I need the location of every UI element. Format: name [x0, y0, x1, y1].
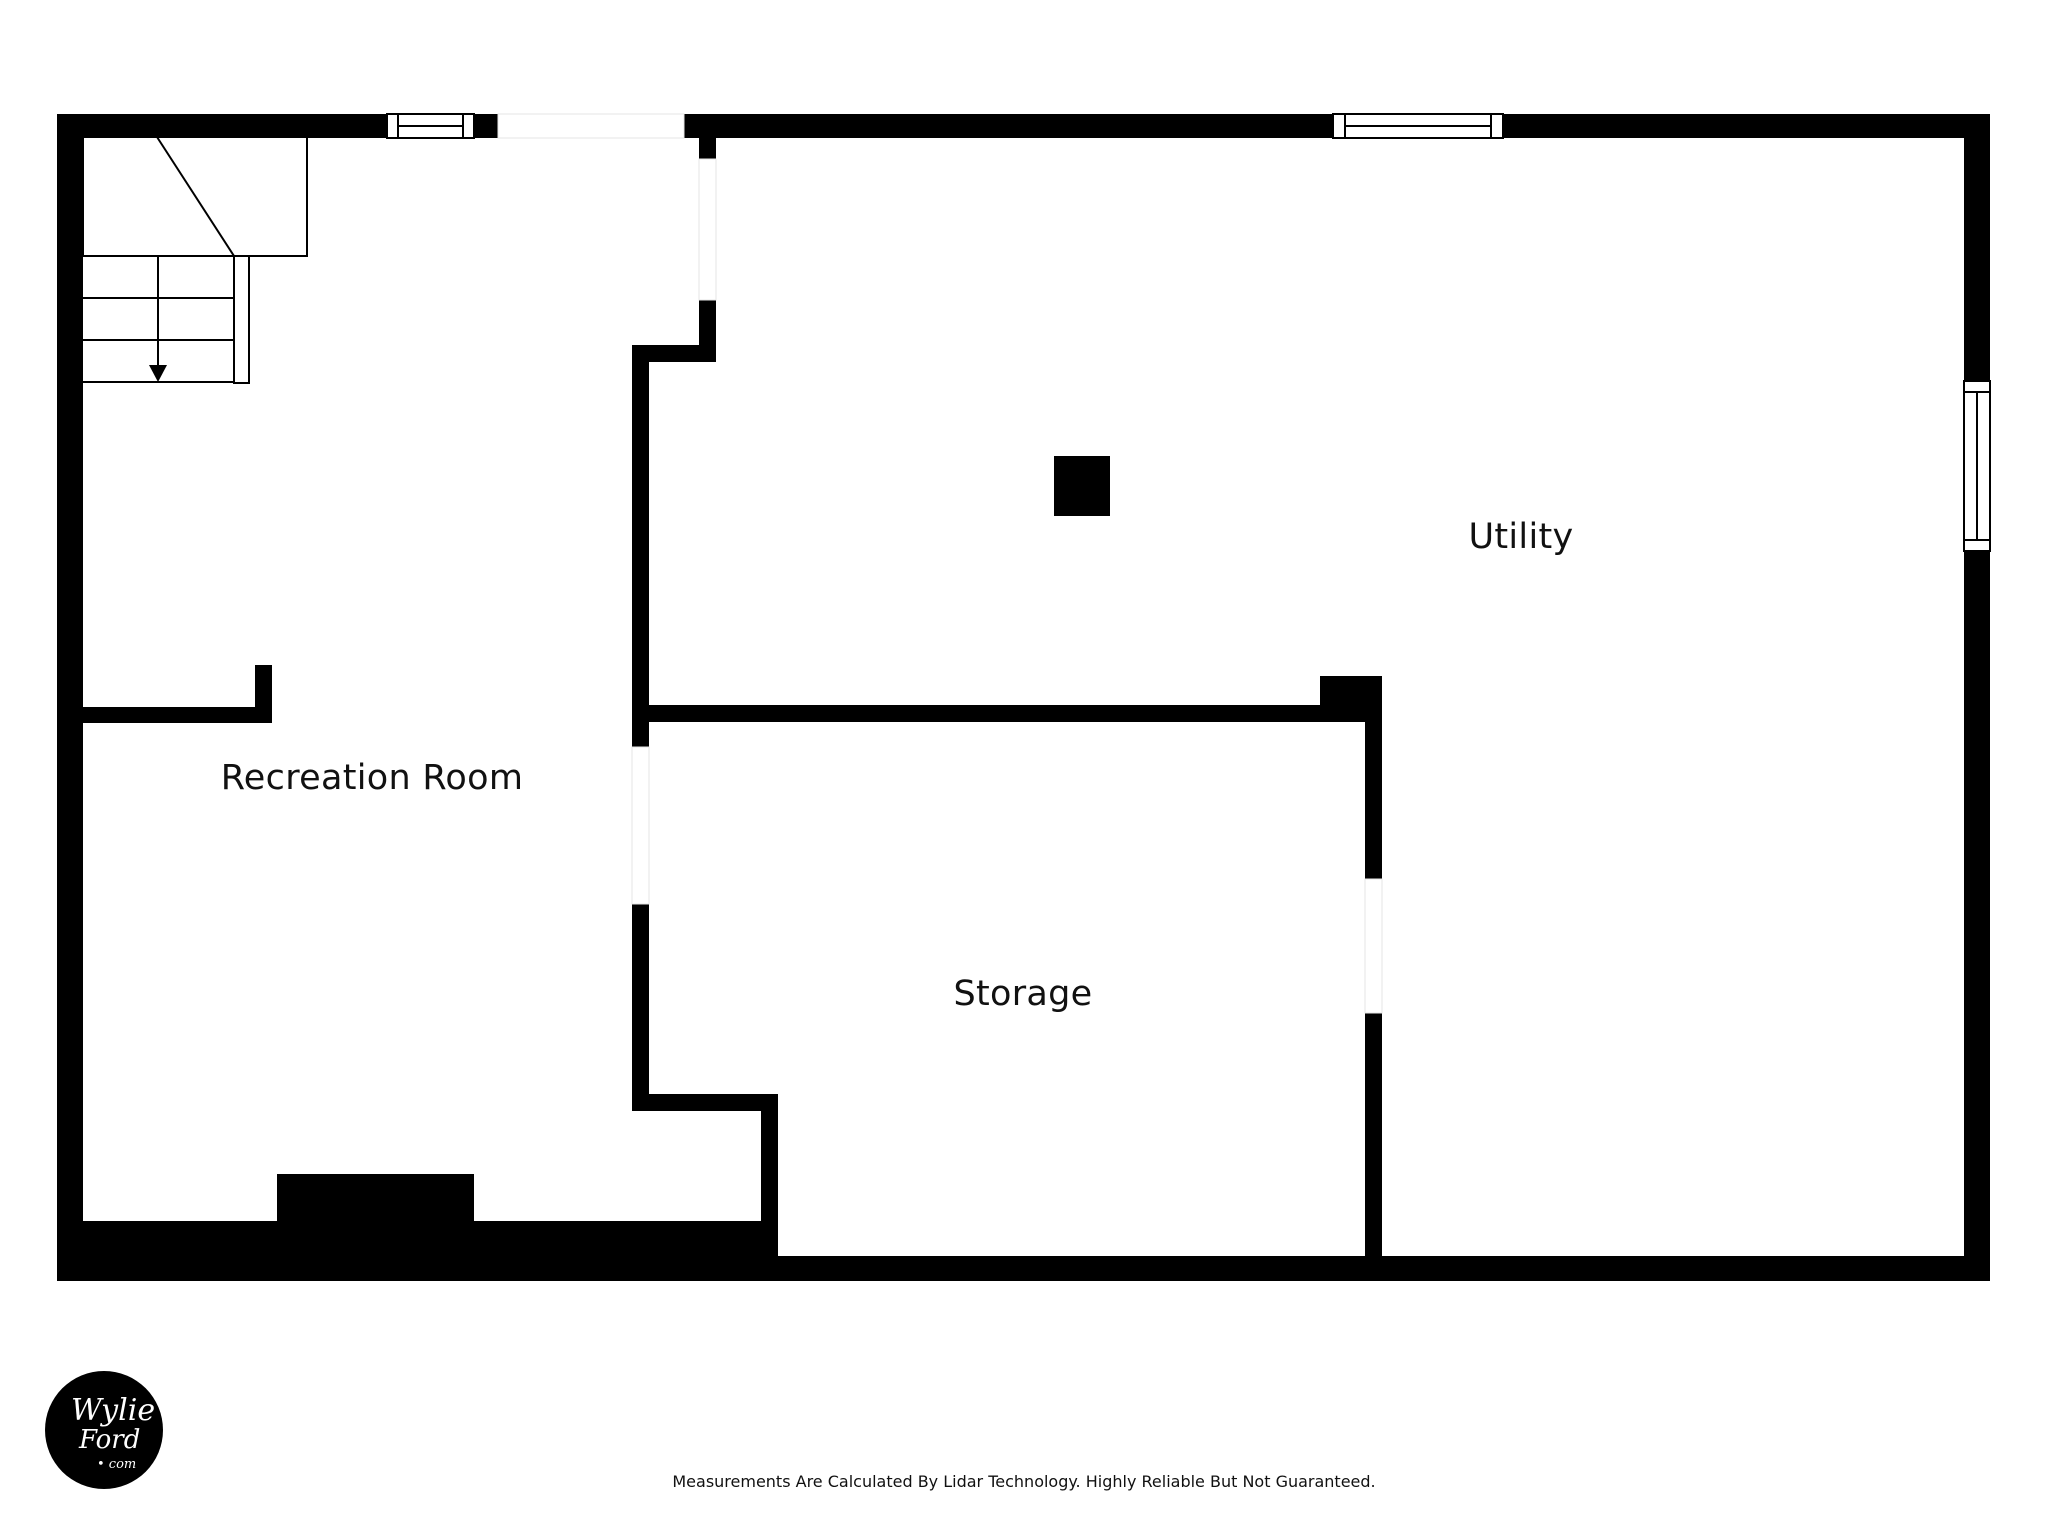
logo-line-3: • com	[97, 1457, 137, 1472]
fireplace	[277, 1174, 474, 1234]
stair-down-arrow-icon	[149, 365, 167, 382]
utility-door[interactable]	[698, 158, 717, 301]
brand-logo: Wylie Ford • com	[45, 1371, 163, 1489]
divider-jog	[632, 345, 716, 362]
storage-bottom-jog	[632, 1094, 778, 1111]
storage-top-wall	[632, 705, 1382, 722]
stair-landing	[82, 136, 308, 257]
stair-rail	[233, 255, 250, 384]
storage-right-door[interactable]	[1364, 878, 1383, 1014]
door-openings	[497, 113, 1383, 1014]
stairs	[82, 136, 308, 384]
closet-wall-horizontal	[83, 707, 272, 723]
storage-left-door[interactable]	[631, 746, 650, 905]
room-label-utility: Utility	[1468, 517, 1574, 557]
windows	[386, 113, 1991, 552]
closet-wall-vertical	[255, 665, 272, 723]
window-top-left	[386, 113, 475, 139]
stair-diagonal	[156, 136, 235, 257]
walls	[57, 114, 1990, 1281]
logo-line-1: Wylie	[71, 1393, 156, 1428]
top-doorway[interactable]	[497, 113, 685, 139]
window-right	[1963, 380, 1991, 552]
outer-wall-right	[1964, 114, 1990, 1281]
storage-left-bottom	[761, 1094, 778, 1264]
outer-wall-left	[57, 114, 83, 1281]
window-top-right	[1332, 113, 1504, 139]
room-label-recreation: Recreation Room	[220, 758, 524, 798]
support-column	[1054, 456, 1110, 516]
disclaimer-text: Measurements Are Calculated By Lidar Tec…	[672, 1472, 1376, 1491]
room-label-storage: Storage	[953, 974, 1093, 1014]
outer-wall-top	[57, 114, 1990, 138]
divider-lower	[632, 345, 649, 1111]
outer-wall-bottom-right	[57, 1256, 1990, 1281]
logo-line-2: Ford	[79, 1425, 141, 1455]
